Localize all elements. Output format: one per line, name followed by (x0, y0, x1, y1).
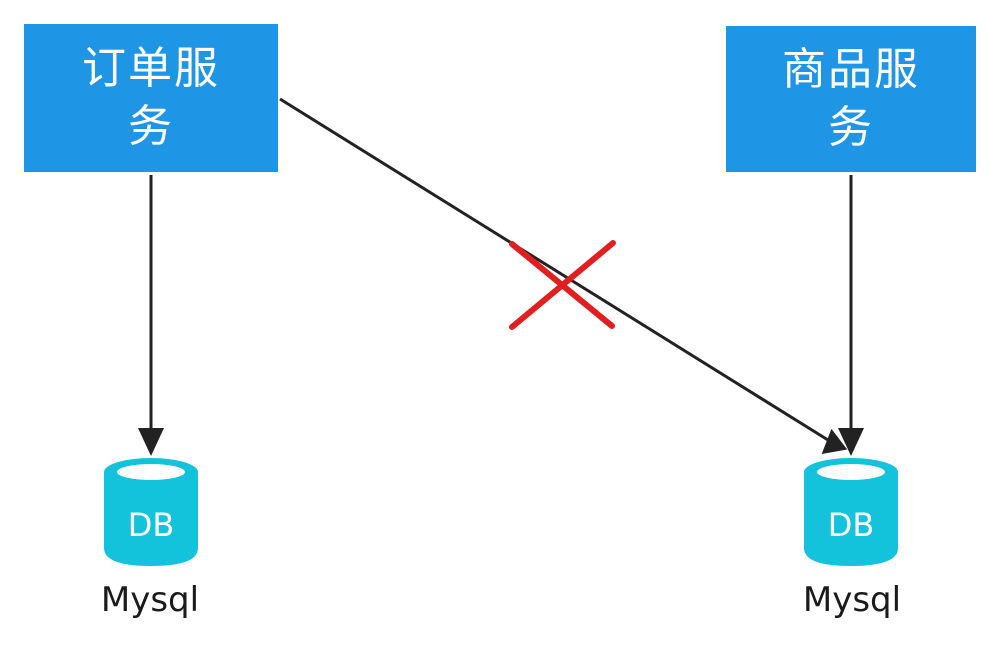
arrow-order-to-left-db (138, 175, 164, 456)
db-icon-text-left: DB (128, 506, 175, 544)
left-db-label: Mysql (100, 580, 200, 620)
arrow-goods-to-right-db (838, 175, 864, 456)
right-db-label: Mysql (802, 580, 902, 620)
order-service-box: 订单服务 (24, 24, 278, 172)
database-cylinder-icon: DB (804, 458, 898, 566)
goods-service-box: 商品服务 (726, 26, 976, 172)
goods-service-label: 商品服务 (782, 44, 920, 153)
order-service-label: 订单服务 (82, 43, 220, 152)
database-cylinder-icon: DB (104, 458, 198, 566)
cross-mark-icon (509, 240, 616, 330)
db-icon-text-right: DB (828, 506, 875, 544)
arrow-order-to-right-db (279, 97, 848, 455)
